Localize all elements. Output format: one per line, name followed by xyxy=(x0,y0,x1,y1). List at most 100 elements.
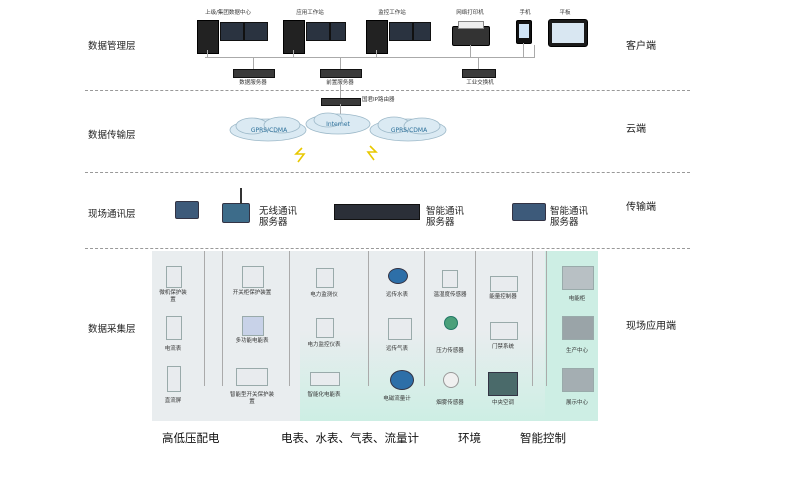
device-label: 直流屏 xyxy=(164,398,182,404)
caption-meters: 电表、水表、气表、流量计 xyxy=(281,431,419,445)
connector-line xyxy=(207,50,208,58)
exhibition-center-image xyxy=(562,368,594,392)
device-label: 微机保护装置 xyxy=(159,290,187,303)
caption-power-distribution: 高低压配电 xyxy=(162,431,220,445)
device-label: 智能化电能表 xyxy=(307,392,341,398)
device-label: 电流表 xyxy=(164,346,182,352)
gas-meter-icon xyxy=(388,318,412,340)
caption-smart-control: 智能控制 xyxy=(520,431,566,445)
bus-line xyxy=(546,251,547,386)
separator-line xyxy=(85,248,690,249)
device-label: 中央空调 xyxy=(491,400,514,406)
ammeter-icon xyxy=(166,316,182,340)
internet-label: Internet xyxy=(326,121,350,128)
wireless-signal-icon xyxy=(366,145,378,161)
side-label-transport: 传输端 xyxy=(626,202,656,213)
device-label: 门禁系统 xyxy=(491,344,514,350)
workstation-label: 上级/集团数据中心 xyxy=(205,10,251,16)
workstation-label: 平板 xyxy=(559,10,571,16)
gprs-right-label: GPRS/CDMA xyxy=(390,127,428,134)
device-label: 远传水表 xyxy=(385,292,408,298)
temp-humidity-sensor-icon xyxy=(442,270,458,288)
central-ac-icon xyxy=(488,372,518,396)
device-label: 展示中心 xyxy=(565,400,588,406)
phone-screen-icon xyxy=(519,24,529,38)
connector-line xyxy=(293,50,294,58)
connector-line xyxy=(376,50,377,58)
monitor-icon xyxy=(220,22,244,41)
device-label: 开关柜保护装置 xyxy=(232,290,272,296)
bus-line xyxy=(424,251,425,386)
router-icon xyxy=(321,98,361,106)
industrial-switch-icon xyxy=(462,69,496,78)
modem-icon xyxy=(175,201,199,219)
side-label-client: 客户端 xyxy=(626,41,656,52)
monitor-icon xyxy=(413,22,431,41)
server-label: 前置服务器 xyxy=(326,80,354,86)
device-label: 电力监控仪表 xyxy=(307,342,341,348)
bus-line xyxy=(475,251,476,386)
device-label: 烟雾传感器 xyxy=(436,400,464,406)
side-label-field-app: 现场应用端 xyxy=(626,321,676,332)
energy-controller-icon xyxy=(490,276,518,292)
separator-line xyxy=(85,172,690,173)
separator-line xyxy=(85,90,690,91)
monitor-icon xyxy=(244,22,268,41)
device-label: 电磁流量计 xyxy=(383,396,411,402)
smart-comm-server-icon xyxy=(334,204,420,220)
device-label: 远传气表 xyxy=(385,346,408,352)
pc-tower-icon xyxy=(283,20,305,54)
bus-line xyxy=(368,251,369,386)
power-monitor-icon xyxy=(316,268,334,288)
side-label-cloud: 云端 xyxy=(626,124,646,135)
monitor-icon xyxy=(389,22,413,41)
device-label: 智能型开关保护装置 xyxy=(229,392,274,405)
pc-tower-icon xyxy=(366,20,388,54)
connector-line xyxy=(253,57,254,69)
bus-line xyxy=(289,251,290,386)
connector-line xyxy=(340,104,341,118)
connector-line xyxy=(470,45,471,58)
layer-label-transport: 数据传输层 xyxy=(88,130,136,141)
cloud-network-diagram xyxy=(229,112,447,163)
smart-energy-meter-icon xyxy=(310,372,340,386)
access-control-icon xyxy=(490,322,518,340)
production-center-image xyxy=(562,316,594,340)
pc-tower-icon xyxy=(197,20,219,54)
bus-line xyxy=(222,251,223,386)
server-label: 工业交换机 xyxy=(466,80,494,86)
wireless-server-label: 无线通讯服务器 xyxy=(259,206,298,228)
tablet-screen-icon xyxy=(552,23,584,43)
bus-line xyxy=(532,251,533,386)
device-label: 电力监测仪 xyxy=(310,292,338,298)
device-label: 温湿度传感器 xyxy=(433,292,467,298)
layer-label-management: 数据管理层 xyxy=(88,41,136,52)
energy-meter-icon xyxy=(242,316,264,336)
antenna-icon xyxy=(240,188,242,204)
connector-line xyxy=(340,57,341,69)
wireless-signal-icon xyxy=(294,147,306,163)
connector-line xyxy=(534,45,535,58)
device-label: 电能柜 xyxy=(568,296,586,302)
smart-comm-server-2-icon xyxy=(512,203,546,221)
printer-paper-icon xyxy=(458,21,484,29)
network-bus-line xyxy=(205,57,535,58)
phone-icon xyxy=(516,20,532,44)
smart-switch-protection-icon xyxy=(236,368,268,386)
power-cabinet-image xyxy=(562,266,594,290)
monitor-icon xyxy=(330,22,346,41)
gprs-left-label: GPRS/CDMA xyxy=(250,127,288,134)
layer-label-collection: 数据采集层 xyxy=(88,324,136,335)
smart-server-label: 智能通讯服务器 xyxy=(426,206,465,228)
connector-line xyxy=(478,57,479,69)
monitor-icon xyxy=(306,22,330,41)
connector-line xyxy=(340,84,341,98)
cloud-left-icon xyxy=(229,116,307,142)
front-server-icon xyxy=(320,69,362,78)
layer-label-field-comm: 现场通讯层 xyxy=(88,209,136,220)
tablet-icon xyxy=(548,19,588,47)
server-label: 数据服务器 xyxy=(239,80,267,86)
connector-line xyxy=(523,43,524,58)
workstation-label: 应用工作站 xyxy=(296,10,324,16)
workstation-label: 手机 xyxy=(519,10,531,16)
